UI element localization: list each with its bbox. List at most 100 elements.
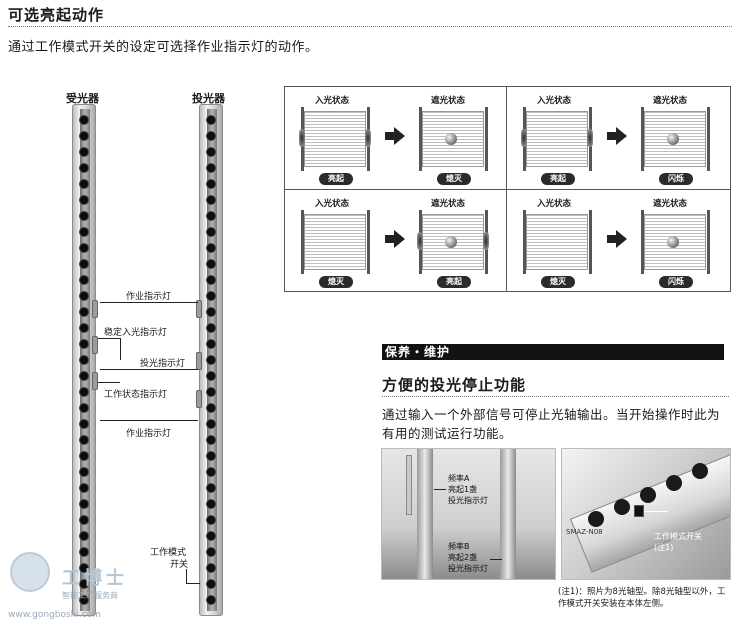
arrow-right-icon bbox=[616, 127, 627, 145]
callout-work-indicator-top: 作业指示灯 bbox=[126, 292, 172, 302]
lens-icon bbox=[79, 451, 89, 461]
work-indicator-emitter-top bbox=[196, 300, 202, 318]
lens-icon bbox=[206, 595, 216, 605]
object-ball-icon bbox=[667, 133, 679, 145]
freq-a-line3: 投光指示灯 bbox=[448, 496, 488, 505]
lens-icon bbox=[79, 323, 89, 333]
lens-icon bbox=[79, 259, 89, 269]
lens-icon bbox=[79, 243, 89, 253]
right-state-title: 遮光状态 bbox=[653, 96, 688, 106]
lens-icon bbox=[206, 579, 216, 589]
lens-icon bbox=[79, 275, 89, 285]
lens-icon bbox=[206, 387, 216, 397]
post-icon bbox=[523, 210, 526, 274]
lens-icon bbox=[206, 163, 216, 173]
lens-icon bbox=[79, 307, 89, 317]
lens-icon bbox=[206, 307, 216, 317]
emitter-bar bbox=[199, 104, 223, 616]
lens-icon bbox=[206, 131, 216, 141]
post-icon bbox=[707, 107, 710, 171]
arrow-right-icon bbox=[394, 230, 405, 248]
freq-a-label: 频率A bbox=[448, 474, 470, 483]
lit-indicator-icon bbox=[365, 129, 371, 147]
watermark-logo: 工博士 bbox=[62, 568, 128, 589]
beam-area bbox=[526, 111, 588, 167]
lens-icon bbox=[79, 467, 89, 477]
receiver-label: 受光器 bbox=[66, 92, 99, 105]
lens-icon bbox=[206, 483, 216, 493]
right-state-badge: 闪烁 bbox=[659, 276, 693, 288]
lit-indicator-icon bbox=[417, 232, 423, 250]
mode-switch-photo: SMAZ-N08 工作模式开关 (注1) bbox=[561, 448, 731, 580]
left-state-badge: 亮起 bbox=[541, 173, 575, 185]
maintenance-title: 方便的投光停止功能 bbox=[382, 376, 527, 394]
lens-icon bbox=[79, 211, 89, 221]
lens-icon bbox=[79, 547, 89, 557]
right-state-badge: 熄灭 bbox=[437, 173, 471, 185]
lens-icon bbox=[79, 483, 89, 493]
lens-icon bbox=[206, 115, 216, 125]
right-state-title: 遮光状态 bbox=[653, 199, 688, 209]
post-icon bbox=[641, 210, 644, 274]
callout-emitter-indicator: 投光指示灯 bbox=[140, 359, 186, 369]
arrow-stem bbox=[385, 132, 394, 140]
lens-icon bbox=[206, 291, 216, 301]
emitter-indicator bbox=[196, 352, 202, 370]
mode-cell: 入光状态遮光状态熄灭闪烁 bbox=[507, 190, 728, 292]
lens-icon bbox=[206, 243, 216, 253]
lens-icon bbox=[79, 499, 89, 509]
stable-light-indicator bbox=[92, 336, 98, 354]
lens-icon bbox=[206, 563, 216, 573]
lens-icon bbox=[206, 467, 216, 477]
lens-icon bbox=[79, 227, 89, 237]
lens-icon bbox=[79, 131, 89, 141]
left-state-badge: 熄灭 bbox=[319, 276, 353, 288]
mascot-icon bbox=[10, 552, 50, 592]
lens-icon bbox=[206, 451, 216, 461]
maintenance-divider bbox=[382, 396, 729, 397]
freq-b-label: 频率B bbox=[448, 542, 470, 551]
object-ball-icon bbox=[445, 236, 457, 248]
emitter-label: 投光器 bbox=[192, 92, 225, 105]
lens-icon bbox=[79, 115, 89, 125]
post-icon bbox=[589, 210, 592, 274]
right-state-badge: 闪烁 bbox=[659, 173, 693, 185]
watermark: 工博士 智能工厂服务商 www.gongboshi.com bbox=[6, 550, 146, 630]
lens-icon bbox=[79, 163, 89, 173]
right-state-title: 遮光状态 bbox=[431, 96, 466, 106]
arrow-stem bbox=[607, 235, 616, 243]
lens-icon bbox=[79, 195, 89, 205]
left-state-badge: 熄灭 bbox=[541, 276, 575, 288]
post-icon bbox=[707, 210, 710, 274]
lens-icon bbox=[79, 371, 89, 381]
left-state-title: 入光状态 bbox=[315, 199, 350, 209]
receiver-bar bbox=[72, 104, 96, 616]
right-state-title: 遮光状态 bbox=[431, 199, 466, 209]
lens-icon bbox=[206, 419, 216, 429]
mode-switch-label: 工作模式开关 bbox=[654, 532, 702, 541]
beam-area bbox=[304, 111, 366, 167]
object-ball-icon bbox=[667, 236, 679, 248]
post-icon bbox=[485, 107, 488, 171]
maintenance-section-bar: 保养・维护 bbox=[382, 344, 724, 360]
lens-icon bbox=[79, 291, 89, 301]
section-title: 可选亮起动作 bbox=[8, 6, 105, 24]
work-indicator-emitter-bottom bbox=[196, 390, 202, 408]
left-state-title: 入光状态 bbox=[315, 96, 350, 106]
callout-mode-switch-line2: 开关 bbox=[170, 560, 189, 570]
lit-indicator-icon bbox=[521, 129, 527, 147]
mode-switch-note-ref: (注1) bbox=[654, 543, 674, 552]
freq-b-line2: 亮起2盏 bbox=[448, 553, 478, 562]
lens-icon bbox=[206, 531, 216, 541]
mode-cell: 入光状态遮光状态熄灭亮起 bbox=[285, 190, 506, 292]
left-state-badge: 亮起 bbox=[319, 173, 353, 185]
post-icon bbox=[301, 210, 304, 274]
callout-stable-light: 稳定入光指示灯 bbox=[104, 328, 168, 338]
mode-switch-icon bbox=[634, 505, 644, 517]
post-icon bbox=[641, 107, 644, 171]
arrow-stem bbox=[385, 235, 394, 243]
lens-icon bbox=[206, 211, 216, 221]
freq-a-line2: 亮起1盏 bbox=[448, 485, 478, 494]
lens-icon bbox=[79, 435, 89, 445]
section-description: 通过工作模式开关的设定可选择作业指示灯的动作。 bbox=[8, 40, 319, 55]
